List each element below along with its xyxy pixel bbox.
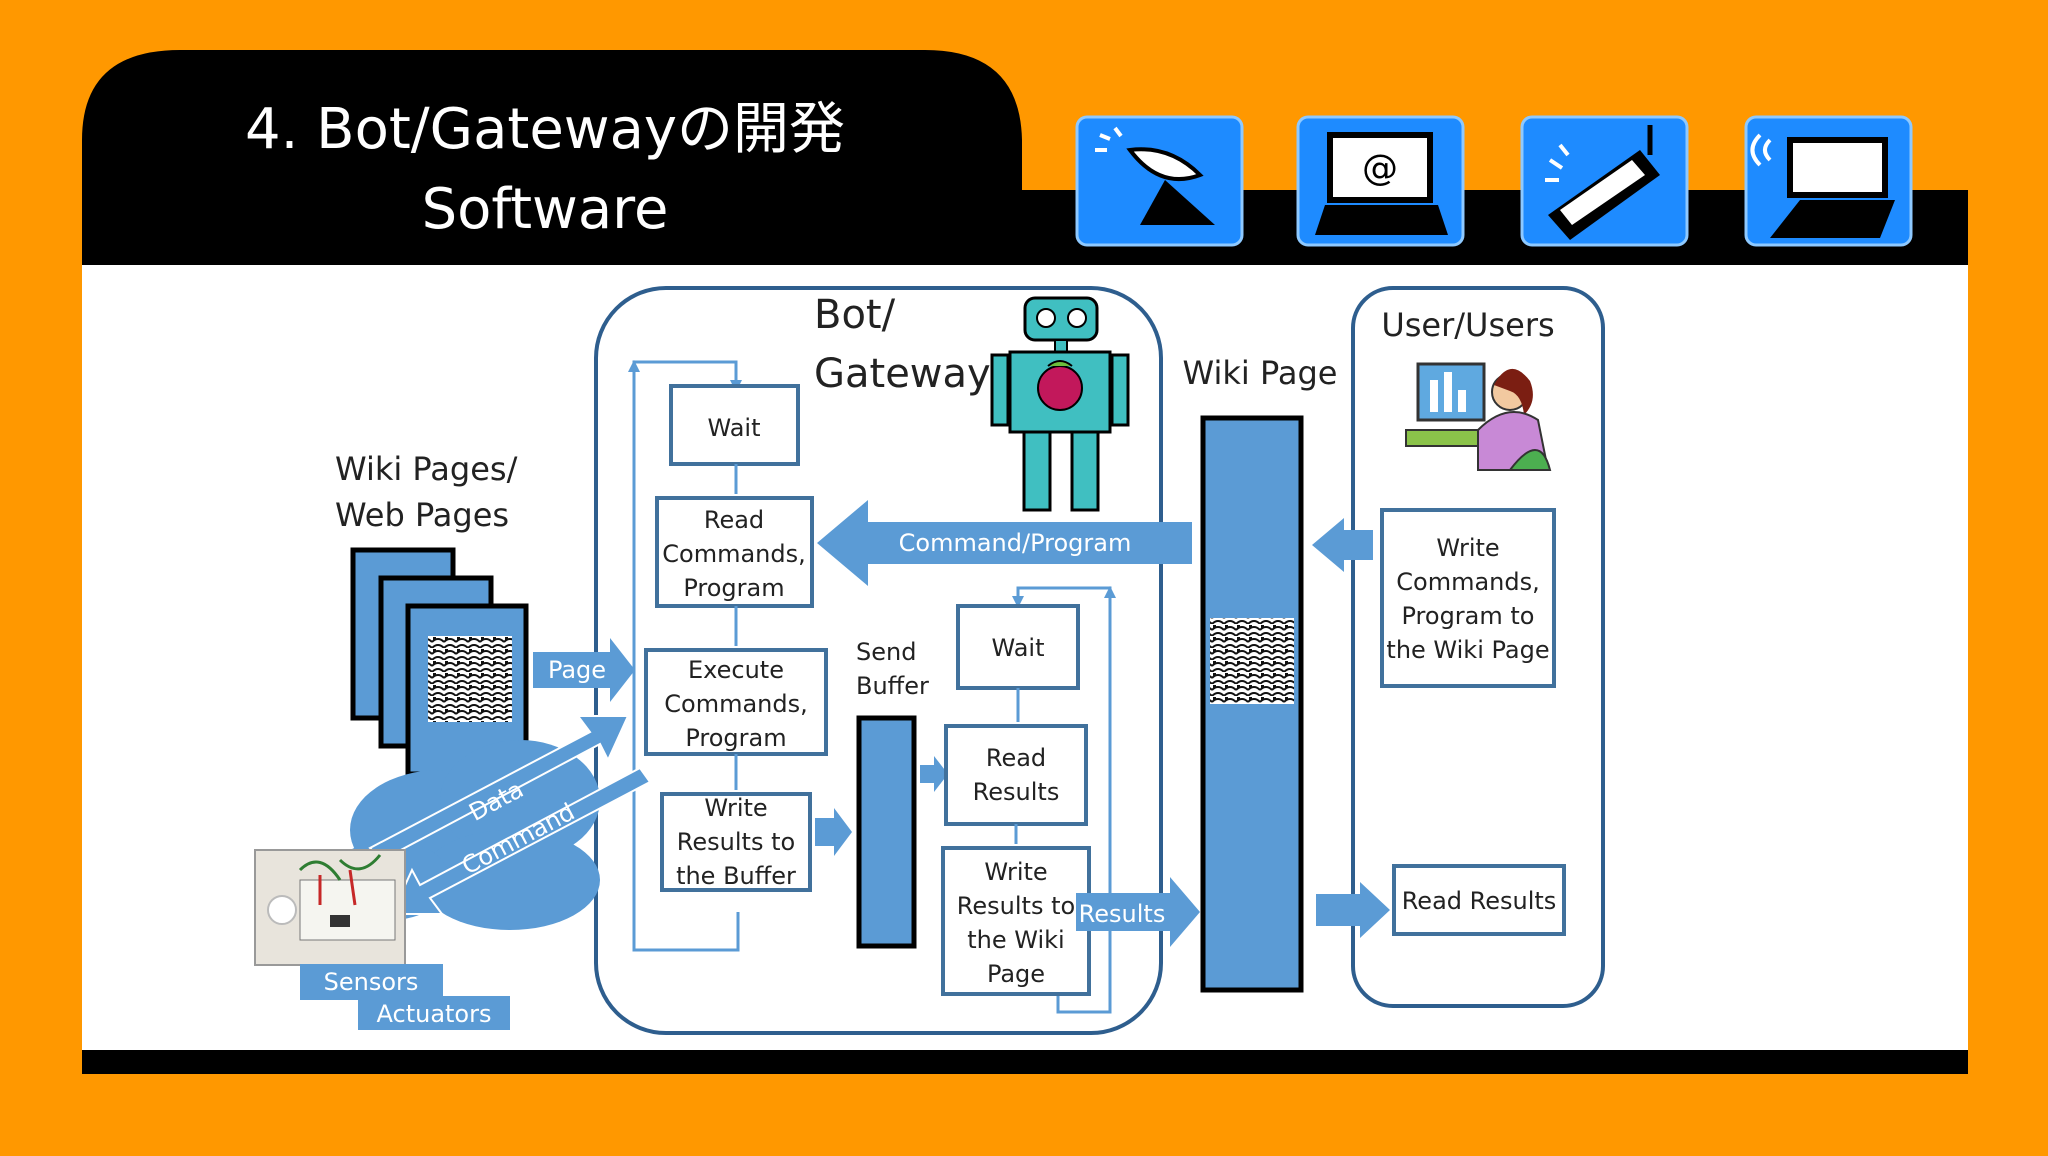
text-line: Write [704, 794, 767, 822]
read-results-box: Read Results [1392, 864, 1566, 936]
text-line: Write [984, 858, 1047, 886]
send-buffer-bar [856, 715, 917, 949]
laptop-icon [1744, 115, 1913, 247]
page-arrow [533, 638, 635, 702]
page-arrow-label: Page [548, 656, 606, 684]
command-program-arrow [817, 500, 1192, 586]
read-results-label: Read Results [1402, 887, 1557, 915]
wiki-qr-image [1210, 618, 1294, 704]
wiki-pages-label: Wiki Pages/Web Pages [335, 450, 518, 534]
results-step-wait: Wait [956, 604, 1080, 690]
to-buffer-arrow [815, 808, 852, 856]
user-to-wiki-arrow [1312, 518, 1373, 572]
bot-gateway-title: Bot/ Gateway [814, 292, 991, 397]
from-buffer-arrow [920, 756, 948, 792]
text-line: Buffer [856, 672, 929, 700]
command-program-label: Command/Program [899, 529, 1132, 557]
text-line: Commands, [1396, 568, 1539, 596]
text-line: Results [973, 778, 1060, 806]
text-line: Commands, [664, 690, 807, 718]
wiki-page-label: Wiki Page [1183, 354, 1338, 392]
bot-step-wait-label: Wait [708, 414, 761, 442]
header-band [82, 50, 1968, 265]
results-arrow-label: Results [1079, 900, 1166, 928]
command-arrow [390, 766, 652, 915]
text-line: Execute [688, 656, 784, 684]
sensors-label: Sensors [324, 968, 419, 996]
actuators-label: Actuators [377, 1000, 492, 1028]
text-line: Write [1436, 534, 1499, 562]
user-frame [1351, 286, 1605, 1008]
results-loop-line [1016, 586, 1112, 1014]
svg-text:@: @ [1362, 148, 1398, 189]
text-line: Send [856, 638, 916, 666]
text-line: Read [704, 506, 764, 534]
results-step-wait-label: Wait [992, 634, 1045, 662]
sensors-tag [300, 964, 443, 1000]
slide-subtitle: Software [422, 177, 669, 242]
wiki-pages-stack-icon [350, 547, 529, 777]
actuators-tag [358, 996, 510, 1030]
text-line: Program [685, 724, 786, 752]
breadboard-photo [254, 849, 406, 966]
text-line: the Wiki Page [1386, 636, 1549, 664]
text-line: Commands, [662, 540, 805, 568]
text-line: Wiki Pages/ [335, 450, 518, 488]
bot-loop-line [632, 360, 740, 952]
text-line: Read [986, 744, 1046, 772]
text-line: the Buffer [676, 862, 796, 890]
bot-step-wait: Wait [669, 384, 800, 466]
wiki-to-user-arrow [1316, 882, 1390, 938]
slide-title: 4. Bot/Gatewayの開発 [245, 97, 845, 162]
bot-gateway-title-line1: Bot/ [814, 292, 896, 338]
text-line: Results to [957, 892, 1075, 920]
data-arrow [368, 715, 630, 862]
text-line: Page [987, 960, 1045, 988]
mobile-phone-icon [1520, 115, 1689, 247]
results-step-connectors [1014, 688, 1020, 844]
user-at-computer-icon [1405, 362, 1552, 471]
user-label: User/Users [1381, 306, 1554, 344]
text-line: the Wiki [967, 926, 1064, 954]
results-loop-arrowhead [1104, 586, 1116, 598]
text-line: Web Pages [335, 496, 509, 534]
bottom-band [82, 1050, 1968, 1074]
loop-arrowhead-up [628, 360, 640, 372]
computer-email-icon: @ [1296, 115, 1465, 247]
bot-gateway-title-line2: Gateway [814, 351, 991, 397]
text-line: Results to [677, 828, 795, 856]
text-line: Program to [1402, 602, 1535, 630]
satellite-dish-icon [1075, 115, 1244, 247]
robot-raspberry-icon [990, 296, 1130, 512]
text-line: Program [683, 574, 784, 602]
results-arrow [1076, 877, 1200, 947]
results-loop-arrowhead-down [1012, 596, 1024, 608]
